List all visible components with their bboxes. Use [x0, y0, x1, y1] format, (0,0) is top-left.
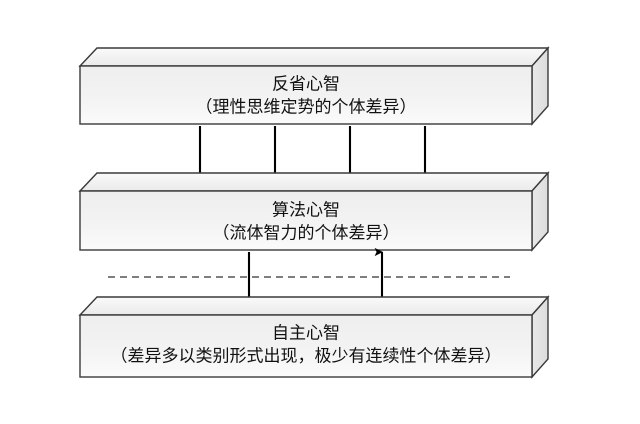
- box-subtitle: （流体智力的个体差异）: [213, 223, 400, 242]
- box-front-face: [79, 65, 533, 125]
- box-front-face: [79, 190, 533, 251]
- box-front-face: [79, 314, 533, 378]
- box-top-face: [78, 296, 550, 316]
- box-reflective-mind: 反省心智 （理性思维定势的个体差异）: [78, 46, 550, 126]
- box-autonomous-mind: 自主心智 （差异多以类别形式出现，极少有连续性个体差异）: [78, 295, 550, 379]
- box-algorithmic-mind: 算法心智 （流体智力的个体差异）: [78, 171, 550, 252]
- box-subtitle: （差异多以类别形式出现，极少有连续性个体差异）: [111, 346, 502, 365]
- box-subtitle: （理性思维定势的个体差异）: [196, 97, 417, 116]
- box-title: 算法心智: [272, 200, 340, 219]
- box-top-face: [78, 47, 550, 67]
- box-title: 自主心智: [272, 323, 340, 342]
- box-top-face: [78, 172, 550, 192]
- box-title: 反省心智: [272, 74, 340, 93]
